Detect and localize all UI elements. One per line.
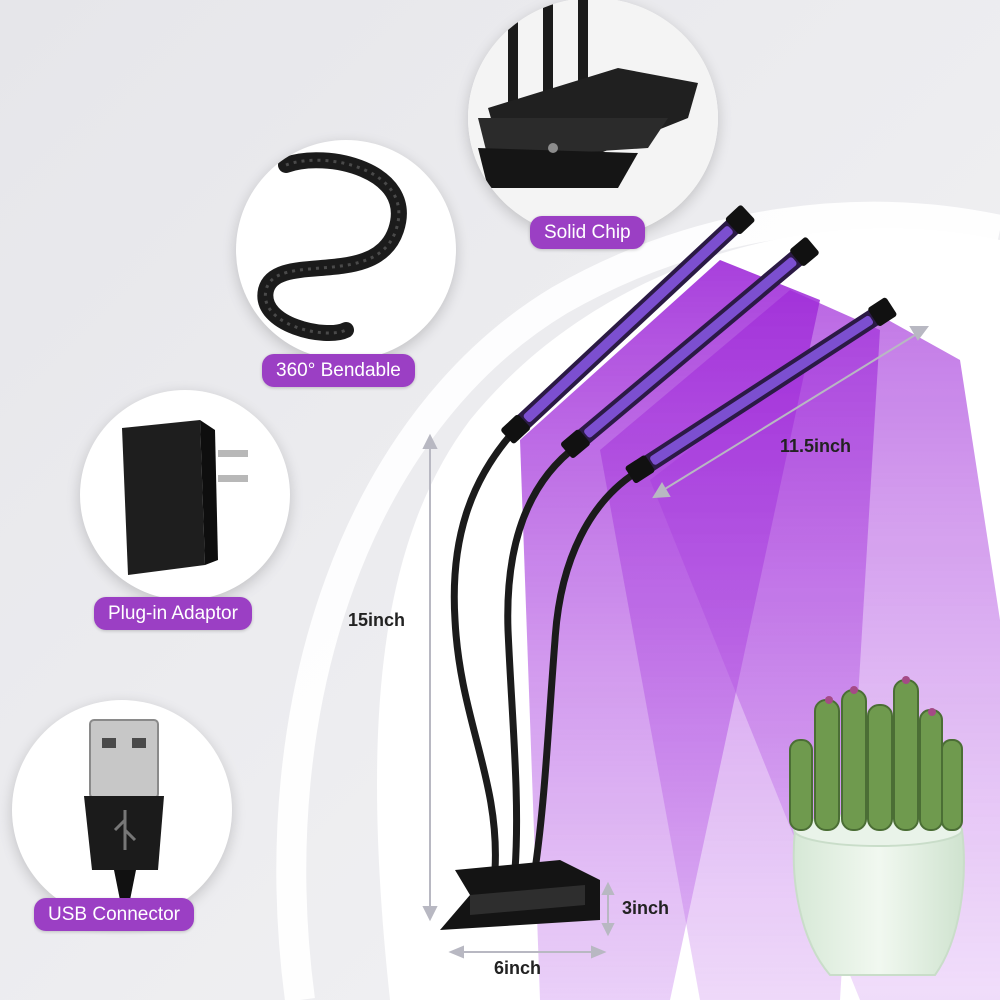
feature-label-usb: USB Connector xyxy=(34,898,195,931)
power-adapter-icon xyxy=(122,420,248,575)
dimension-clip-height-label: 3inch xyxy=(622,898,670,918)
usb-plug-icon xyxy=(84,719,164,900)
background-arc-inner xyxy=(276,201,1000,1000)
feature-label-bendable: 360° Bendable xyxy=(262,354,415,387)
led-bars xyxy=(501,205,897,484)
dimension-lines xyxy=(422,326,929,959)
succulent-plant xyxy=(789,676,965,976)
clip-base xyxy=(440,860,600,930)
clip-icon xyxy=(468,0,718,238)
feature-label-adaptor: Plug-in Adaptor xyxy=(94,597,252,630)
dimension-base-width-label: 6inch xyxy=(494,958,542,978)
feature-circle-usb xyxy=(12,700,232,920)
gooseneck-icon xyxy=(257,152,407,341)
feature-circle-solid-chip xyxy=(468,0,718,238)
lamp-gooseneck-arms xyxy=(450,426,644,874)
dimension-height-label: 15inch xyxy=(348,610,406,630)
feature-circle-adaptor xyxy=(80,390,290,600)
feature-label-solid-chip: Solid Chip xyxy=(530,216,645,249)
feature-circle-bendable xyxy=(236,140,456,360)
dimension-bar-length-label: 11.5inch xyxy=(780,436,852,456)
